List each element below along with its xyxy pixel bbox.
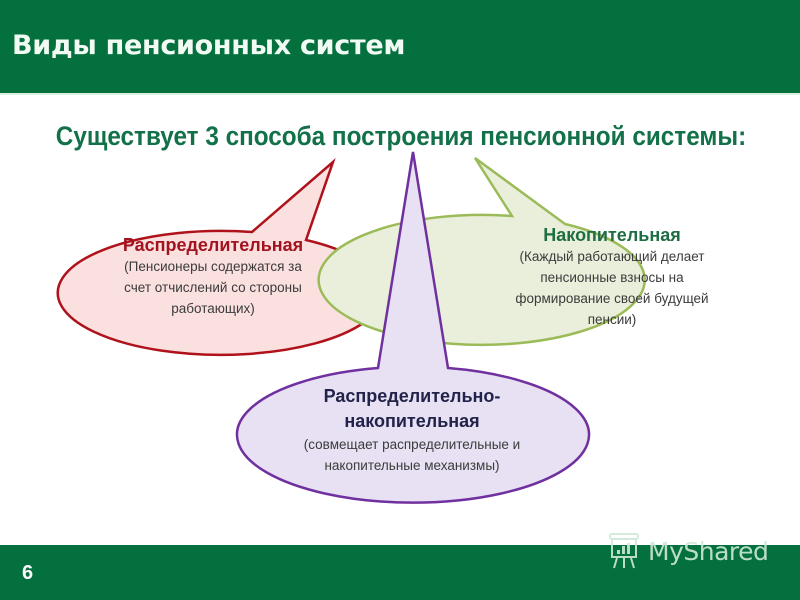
callout-distributive-desc-line: счет отчислений со стороны <box>124 280 302 295</box>
presentation-board-icon <box>609 533 639 569</box>
callout-distributive-desc-line: (Пенсионеры содержатся за <box>124 259 302 274</box>
callout-mixed: Распределительно- накопительная (совмеща… <box>262 384 562 476</box>
slide-footer: 6 MyShared <box>0 533 800 600</box>
callout-funded-desc-line: пенсии) <box>587 312 637 327</box>
callout-funded-desc-line: пенсионные взносы на <box>540 270 684 285</box>
callout-distributive-title: Распределительная <box>122 235 304 255</box>
watermark-text: MyShared <box>648 536 769 566</box>
callout-mixed-desc-line: (совмещает распределительные и <box>303 437 521 452</box>
callout-funded-title: Накопительная <box>543 225 681 245</box>
callout-purple-shape <box>235 151 591 504</box>
slide-number: 6 <box>22 562 34 584</box>
callout-funded-desc-line: формирование своей будущей <box>515 291 709 306</box>
watermark: MyShared <box>606 531 769 571</box>
callout-funded: Накопительная (Каждый работающий делает … <box>462 224 762 330</box>
callout-mixed-desc-line: накопительные механизмы) <box>324 458 500 473</box>
slide-title: Виды пенсионных систем <box>12 30 406 61</box>
callout-funded-desc-line: (Каждый работающий делает <box>519 249 705 264</box>
callout-distributive: Распределительная (Пенсионеры содержатся… <box>63 234 363 319</box>
callout-distributive-desc-line: работающих) <box>171 301 255 316</box>
slide-header: Виды пенсионных систем <box>0 0 800 95</box>
slide-subtitle: Существует 3 способа построения пенсионн… <box>55 121 747 151</box>
callout-mixed-title-line: Распределительно- <box>323 386 501 406</box>
callout-mixed-title-line: накопительная <box>344 411 480 431</box>
